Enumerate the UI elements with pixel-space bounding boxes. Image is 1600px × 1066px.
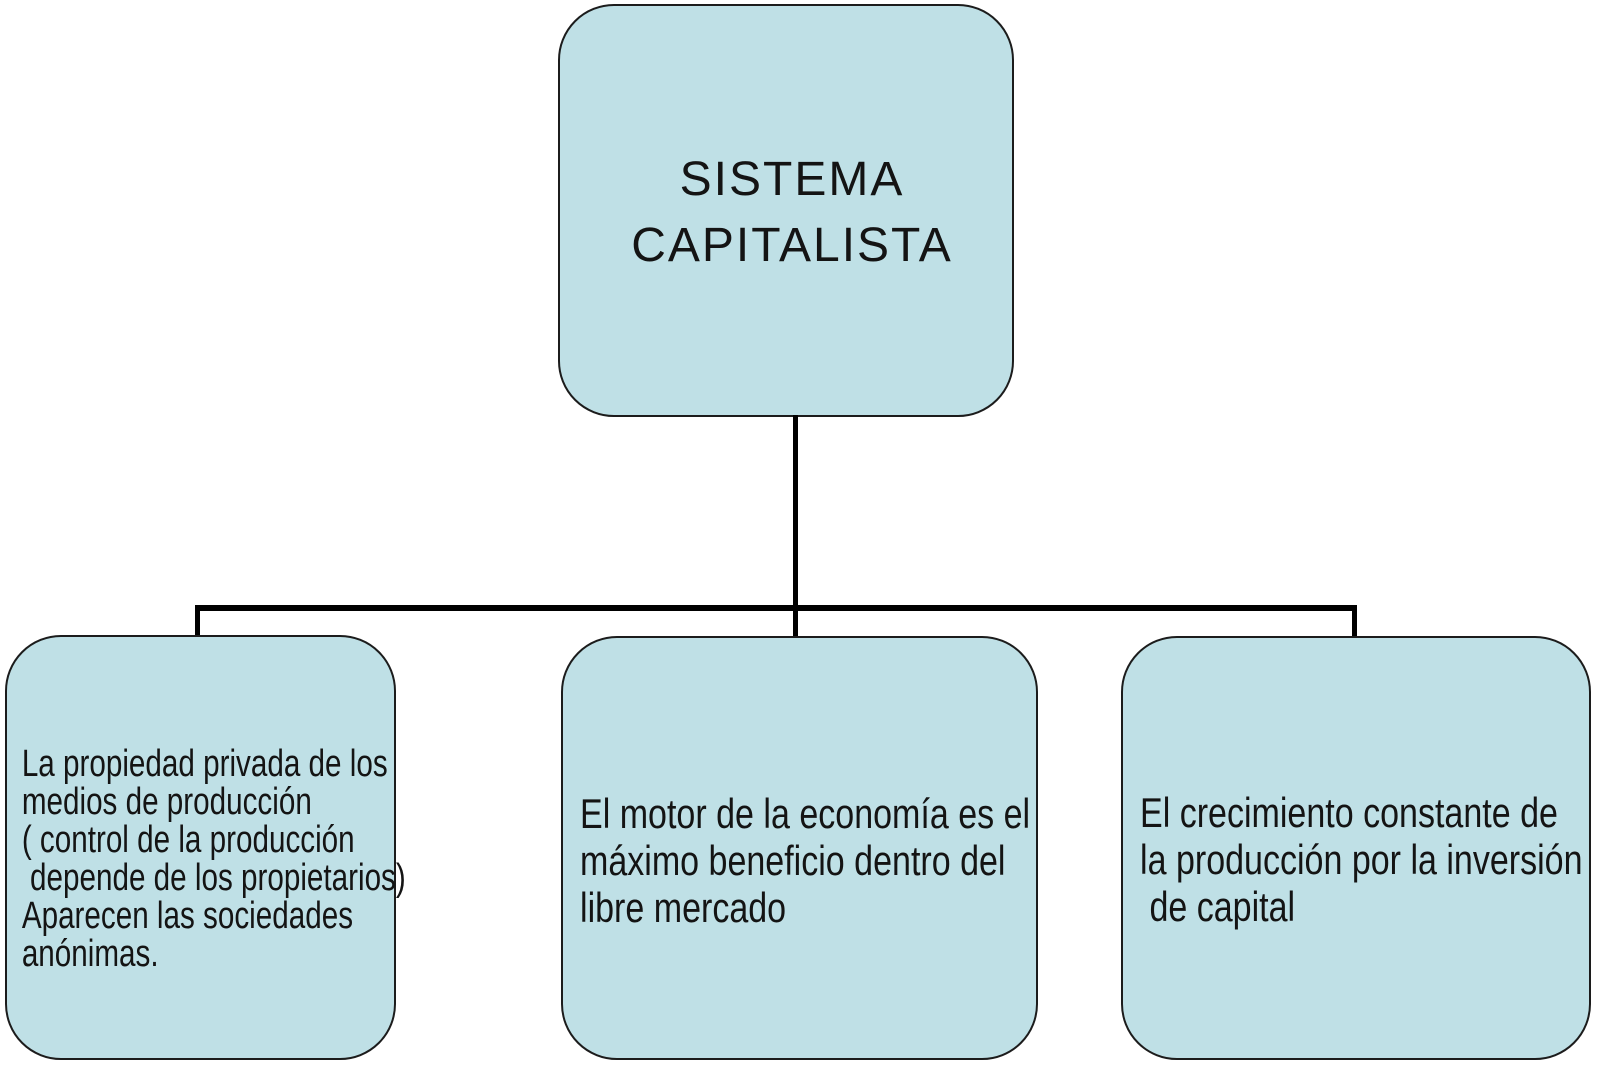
child-node-label: El motor de la economía es el máximo ben… [580,790,1031,931]
node-motor-economia: El motor de la economía es el máximo ben… [561,636,1038,1060]
node-sistema-capitalista: SISTEMA CAPITALISTA [558,4,1014,417]
root-node-label: SISTEMA CAPITALISTA [631,153,953,272]
node-crecimiento-produccion: El crecimiento constante de la producció… [1121,636,1591,1060]
connector-drop-right [1352,609,1357,639]
node-propiedad-privada: La propiedad privada de los medios de pr… [5,635,406,1060]
connector-drop-left [195,609,200,639]
connector-horizontal-bar [195,605,1357,611]
child-node-label: El crecimiento constante de la producció… [1140,789,1583,930]
child-node-label: La propiedad privada de los medios de pr… [21,743,406,975]
connector-root-stem [793,415,798,639]
